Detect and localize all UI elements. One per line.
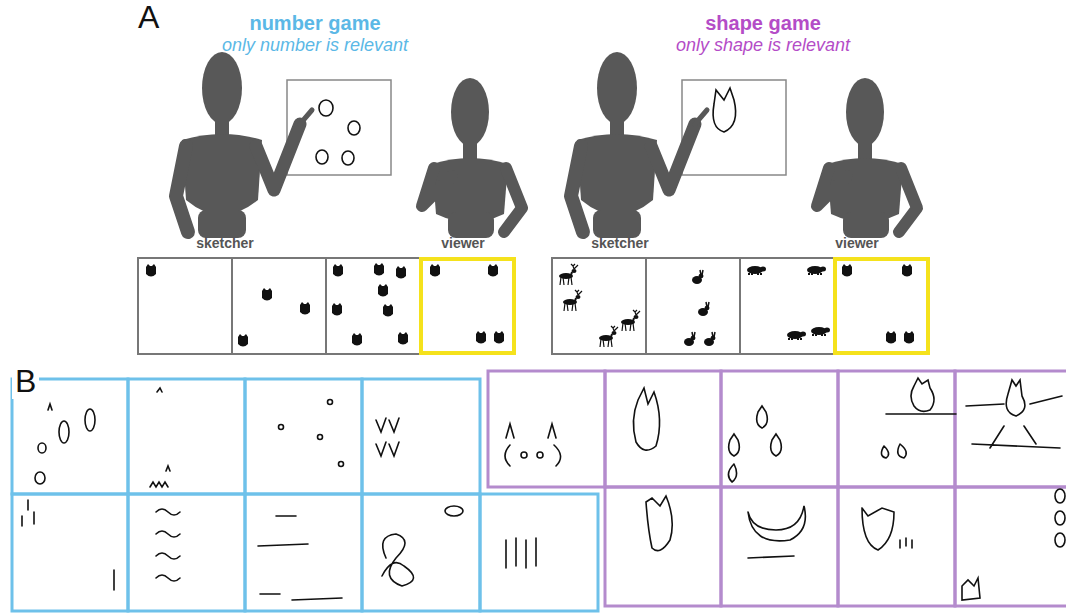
game-subtitle: only shape is relevant bbox=[676, 36, 850, 56]
game-title: number game bbox=[249, 12, 380, 34]
game-title: shape game bbox=[705, 12, 821, 34]
role-label: sketcher bbox=[591, 236, 649, 251]
game-subtitle: only number is relevant bbox=[222, 36, 408, 56]
role-label: sketcher bbox=[196, 236, 254, 251]
role-label: viewer bbox=[835, 236, 879, 251]
role-label: viewer bbox=[441, 236, 485, 251]
panel-letter: B bbox=[12, 364, 39, 399]
panel-letter: A bbox=[138, 0, 159, 35]
